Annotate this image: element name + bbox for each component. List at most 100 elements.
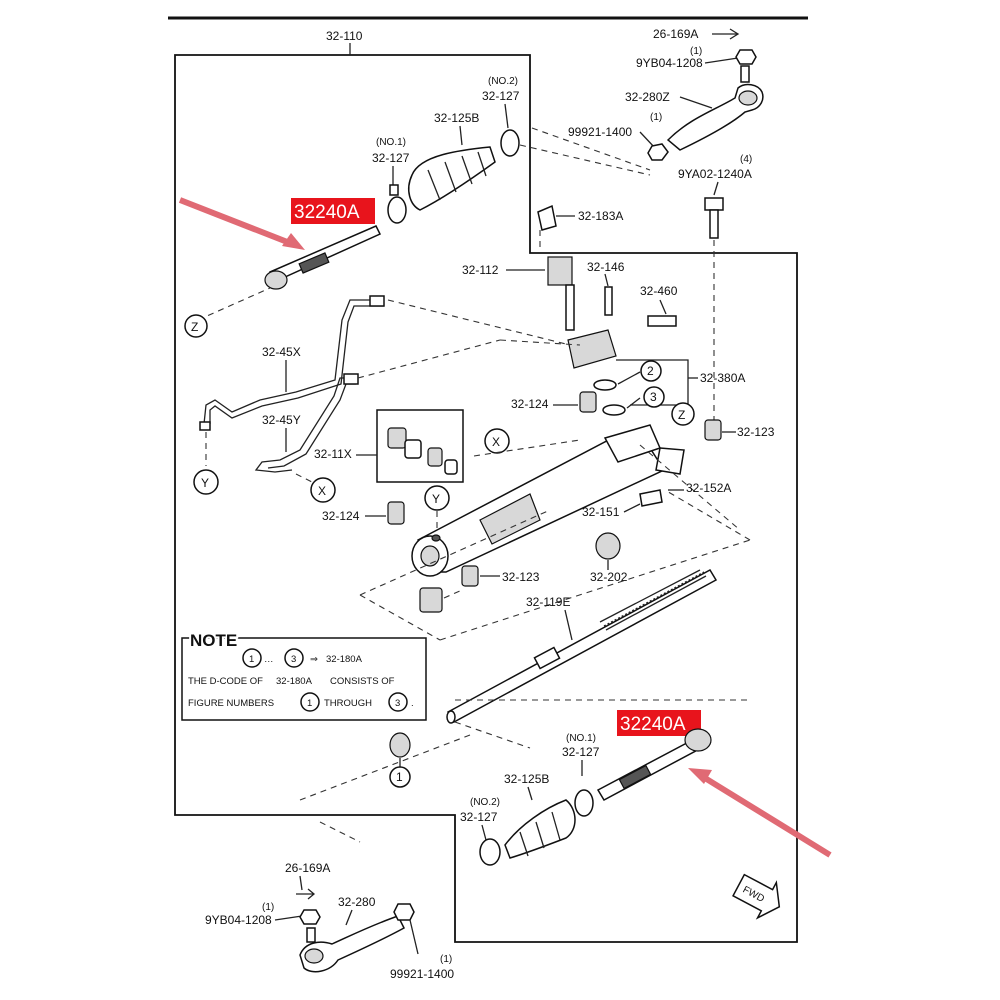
- svg-text:1: 1: [249, 654, 254, 665]
- svg-text:3: 3: [291, 654, 296, 665]
- part-32-146: 32-146: [587, 260, 625, 274]
- part-32-125B-bot: 32-125B: [504, 772, 549, 786]
- mount-bush-a-icon: [579, 391, 597, 413]
- svg-text:.: .: [411, 698, 414, 709]
- mount-bush-b-icon: [387, 501, 405, 525]
- part-9YB04-1208-top: 9YB04-1208: [636, 56, 703, 70]
- jam-nut-icon: [647, 143, 669, 161]
- svg-text:(1): (1): [262, 902, 274, 913]
- svg-text:32-180A: 32-180A: [326, 654, 363, 665]
- callout-lower-badge: [617, 710, 701, 736]
- jam-nut-lower-icon: [393, 903, 415, 921]
- svg-text:Y: Y: [201, 476, 209, 490]
- rack-boot-top-icon: [408, 146, 496, 211]
- callout-upper-label: 32240A: [294, 202, 360, 223]
- part-99921-1400-top: 99921-1400: [568, 125, 632, 139]
- castle-nut-lower-icon: [299, 909, 321, 925]
- mount-bush-c-icon: [461, 565, 479, 587]
- marker-2: [640, 360, 662, 382]
- part-26-169A-bot: 26-169A: [285, 861, 330, 875]
- forward-direction-icon: FWD: [732, 873, 781, 920]
- marker-1: [389, 766, 411, 788]
- note-title: NOTE: [190, 631, 237, 650]
- pipe-32-45Y-icon: [254, 377, 352, 473]
- bracket-icon: [537, 204, 557, 231]
- mount-bush-right-icon: [704, 419, 722, 441]
- svg-text:X: X: [492, 435, 500, 449]
- valve-housing-icon: [567, 329, 617, 369]
- frame-label: 32-110: [326, 29, 363, 43]
- steering-gear-housing-icon: [411, 424, 685, 577]
- part-26-169A-top: 26-169A: [653, 27, 698, 41]
- marker-x-left: [310, 477, 336, 503]
- part-32-45Y: 32-45Y: [262, 413, 301, 427]
- marker-y-center: [424, 485, 450, 511]
- svg-text:(4): (4): [740, 154, 752, 165]
- part-32-127-bot-no2: 32-127: [460, 810, 498, 824]
- fitting-icon: [647, 315, 677, 327]
- part-9YA02-1240A: 9YA02-1240A: [678, 167, 752, 181]
- svg-text:(1): (1): [650, 112, 662, 123]
- boot-clamp-large-lower-icon: [479, 838, 501, 866]
- part-32-45X: 32-45X: [262, 345, 301, 359]
- marker-z-top: [184, 314, 208, 338]
- svg-text:(1): (1): [440, 954, 452, 965]
- svg-text:⇒: ⇒: [310, 654, 318, 665]
- callout-lower-arrow: [698, 772, 832, 858]
- assembly-frame: [174, 54, 798, 943]
- part-32-127-bot-no1: 32-127: [562, 745, 600, 759]
- marker-3: [643, 386, 665, 408]
- svg-text:1: 1: [307, 698, 312, 709]
- part-9YB04-1208-bot: 9YB04-1208: [205, 913, 272, 927]
- pinion-cap-icon: [547, 256, 573, 286]
- part-32-119E: 32-119E: [526, 595, 570, 609]
- part-99921-1400-bot: 99921-1400: [390, 967, 454, 981]
- svg-text:3: 3: [650, 390, 657, 404]
- inner-tie-rod-lower-icon: [596, 728, 712, 801]
- svg-text:1: 1: [396, 770, 403, 784]
- washer-152A-icon: [639, 489, 663, 507]
- boot-clamp-small-lower-icon: [574, 789, 594, 817]
- svg-text:CONSISTS OF: CONSISTS OF: [330, 676, 395, 687]
- part-32-124-b: 32-124: [322, 509, 360, 523]
- seal-ring-2-icon: [593, 379, 617, 391]
- svg-text:(NO.2): (NO.2): [488, 76, 518, 87]
- svg-text:(1): (1): [690, 46, 702, 57]
- part-32-123-a: 32-123: [737, 425, 775, 439]
- cotter-pin-lower-icon: [296, 888, 316, 900]
- bolt-head-icon: [704, 197, 724, 211]
- rack-boot-lower-icon: [504, 799, 576, 859]
- bushing-32-202-icon: [595, 532, 621, 560]
- screw-icon: [604, 286, 613, 316]
- svg-text:(NO.1): (NO.1): [376, 137, 406, 148]
- svg-text:FIGURE NUMBERS: FIGURE NUMBERS: [188, 698, 274, 709]
- part-32-127-top-no1: 32-127: [372, 151, 410, 165]
- marker-z-right: [671, 402, 695, 426]
- part-32-125B-top: 32-125B: [434, 111, 479, 125]
- part-32-112: 32-112: [462, 263, 499, 277]
- part-32-380A: 32-380A: [700, 371, 745, 385]
- svg-text:32-180A: 32-180A: [276, 676, 313, 687]
- marker-y-left: [193, 469, 219, 495]
- part-32-124-a: 32-124: [511, 397, 549, 411]
- tie-rod-end-lower-icon: [299, 915, 405, 973]
- seal-ring-3-icon: [602, 404, 626, 416]
- svg-text:THE D-CODE OF: THE D-CODE OF: [188, 676, 263, 687]
- castle-nut-icon: [735, 49, 757, 65]
- svg-text:3: 3: [395, 698, 400, 709]
- svg-text:…: …: [264, 654, 274, 665]
- part-32-127-top-no2: 32-127: [482, 89, 520, 103]
- svg-text:Z: Z: [191, 320, 198, 334]
- boot-clamp-small-icon: [387, 196, 407, 224]
- svg-text:Z: Z: [678, 408, 685, 422]
- svg-text:THROUGH: THROUGH: [324, 698, 372, 709]
- part-32-460: 32-460: [640, 284, 678, 298]
- part-32-202: 32-202: [590, 570, 628, 584]
- inner-tie-rod-upper-icon: [264, 225, 382, 290]
- svg-text:X: X: [318, 484, 326, 498]
- part-32-183A: 32-183A: [578, 209, 623, 223]
- part-32-280: 32-280: [338, 895, 376, 909]
- svg-text:2: 2: [647, 364, 654, 378]
- seal-ring-1-icon: [389, 732, 411, 758]
